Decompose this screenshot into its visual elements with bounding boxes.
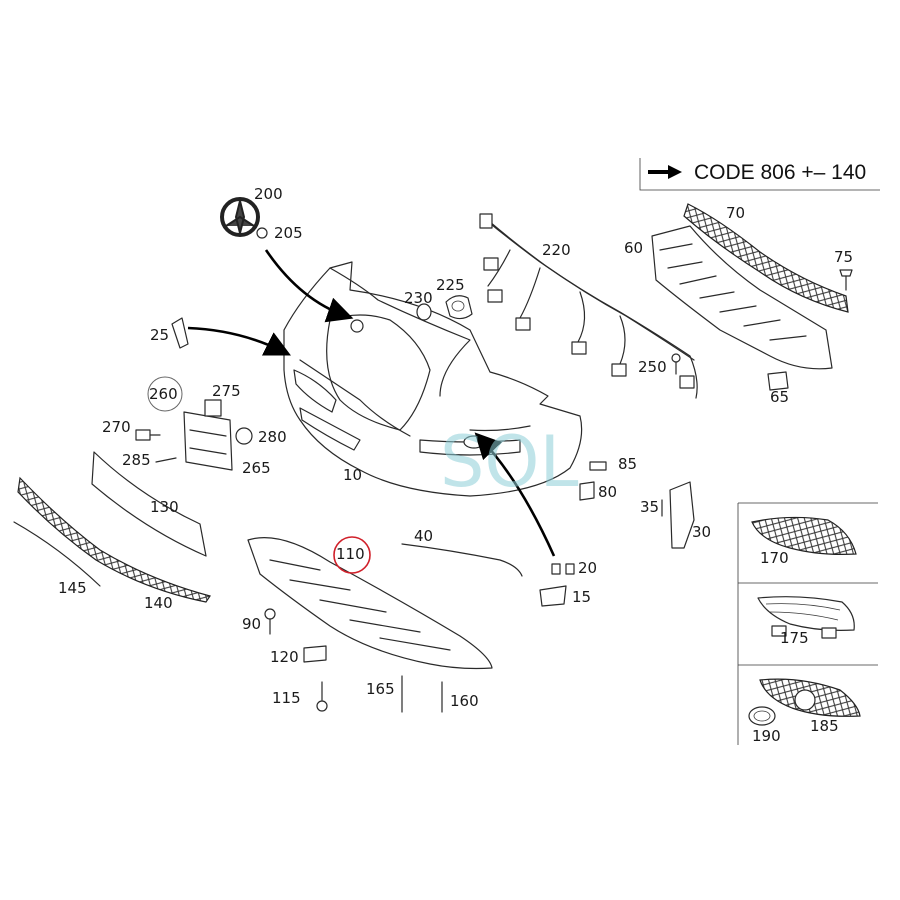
screw-270 xyxy=(135,429,161,441)
part-label-140: 140 xyxy=(144,594,173,612)
screw-285 xyxy=(155,457,177,463)
label-ring-260 xyxy=(147,376,183,412)
variant-panel xyxy=(737,502,878,745)
code-note-text: CODE 806 +– 140 xyxy=(694,161,866,184)
part-label-145: 145 xyxy=(58,579,87,597)
part-label-130: 130 xyxy=(150,498,179,516)
part-label-25: 25 xyxy=(150,326,169,344)
fog-grille-185 xyxy=(759,678,861,717)
part-label-60: 60 xyxy=(624,239,643,257)
fog-ring-190 xyxy=(748,706,776,726)
grille-insert-170 xyxy=(751,516,857,555)
part-label-205: 205 xyxy=(274,224,303,242)
screw-75 xyxy=(839,269,853,291)
part-label-15: 15 xyxy=(572,588,591,606)
part-label-250: 250 xyxy=(638,358,667,376)
assembly-arrows xyxy=(187,249,556,557)
part-label-120: 120 xyxy=(270,648,299,666)
part-label-115: 115 xyxy=(272,689,301,707)
strip-40 xyxy=(401,543,523,577)
part-label-225: 225 xyxy=(436,276,465,294)
part-label-230: 230 xyxy=(404,289,433,307)
part-label-220: 220 xyxy=(542,241,571,259)
washer-cap-15 xyxy=(539,585,567,607)
clip-85 xyxy=(589,461,607,471)
part-label-40: 40 xyxy=(414,527,433,545)
trim-strip-145 xyxy=(13,521,101,587)
part-label-30: 30 xyxy=(692,523,711,541)
support-130 xyxy=(91,451,207,557)
watermark: SOL xyxy=(440,421,579,503)
part-label-270: 270 xyxy=(102,418,131,436)
part-label-110: 110 xyxy=(336,545,365,563)
emblem-clip-205 xyxy=(256,227,268,239)
screw-115 xyxy=(316,681,328,712)
part-label-70: 70 xyxy=(726,204,745,222)
clips-20 xyxy=(551,563,575,575)
underbody-panel-110 xyxy=(247,537,493,670)
part-label-20: 20 xyxy=(578,559,597,577)
part-label-170: 170 xyxy=(760,549,789,567)
part-label-260: 260 xyxy=(149,385,178,403)
clip-65 xyxy=(767,371,789,391)
wiring-harness-220 xyxy=(479,213,698,399)
part-label-200: 200 xyxy=(254,185,283,203)
grille-frame-60 xyxy=(651,225,833,370)
grille-mesh-70 xyxy=(683,203,849,313)
highlight-circle-110 xyxy=(333,536,371,574)
part-label-175: 175 xyxy=(780,629,809,647)
part-label-185: 185 xyxy=(810,717,839,735)
part-label-85: 85 xyxy=(618,455,637,473)
lower-grille-140 xyxy=(17,476,211,603)
fastener-90 xyxy=(264,608,276,635)
part-label-10: 10 xyxy=(343,466,362,484)
bracket-25 xyxy=(171,317,189,349)
code-note: CODE 806 +– 140 xyxy=(639,158,880,191)
part-label-190: 190 xyxy=(752,727,781,745)
part-label-75: 75 xyxy=(834,248,853,266)
part-label-80: 80 xyxy=(598,483,617,501)
sensor-ring-230 xyxy=(416,303,432,321)
plate-bracket-265 xyxy=(183,411,233,471)
part-label-165: 165 xyxy=(366,680,395,698)
bolt-250 xyxy=(671,353,681,375)
bracket-30 xyxy=(669,481,695,549)
part-label-160: 160 xyxy=(450,692,479,710)
right-arrow-icon xyxy=(648,165,682,179)
nut-275 xyxy=(204,399,222,417)
clip-120 xyxy=(303,645,327,663)
star-emblem-200 xyxy=(220,197,260,237)
part-label-285: 285 xyxy=(122,451,151,469)
part-label-280: 280 xyxy=(258,428,287,446)
parking-sensor-225 xyxy=(445,295,473,320)
part-label-275: 275 xyxy=(212,382,241,400)
part-label-65: 65 xyxy=(770,388,789,406)
watermark-text: SOL xyxy=(440,421,579,503)
nozzle-80 xyxy=(579,481,595,501)
part-label-265: 265 xyxy=(242,459,271,477)
part-label-90: 90 xyxy=(242,615,261,633)
drl-cover-175 xyxy=(757,596,855,639)
part-label-35: 35 xyxy=(640,498,659,516)
grommet-280 xyxy=(235,427,253,445)
